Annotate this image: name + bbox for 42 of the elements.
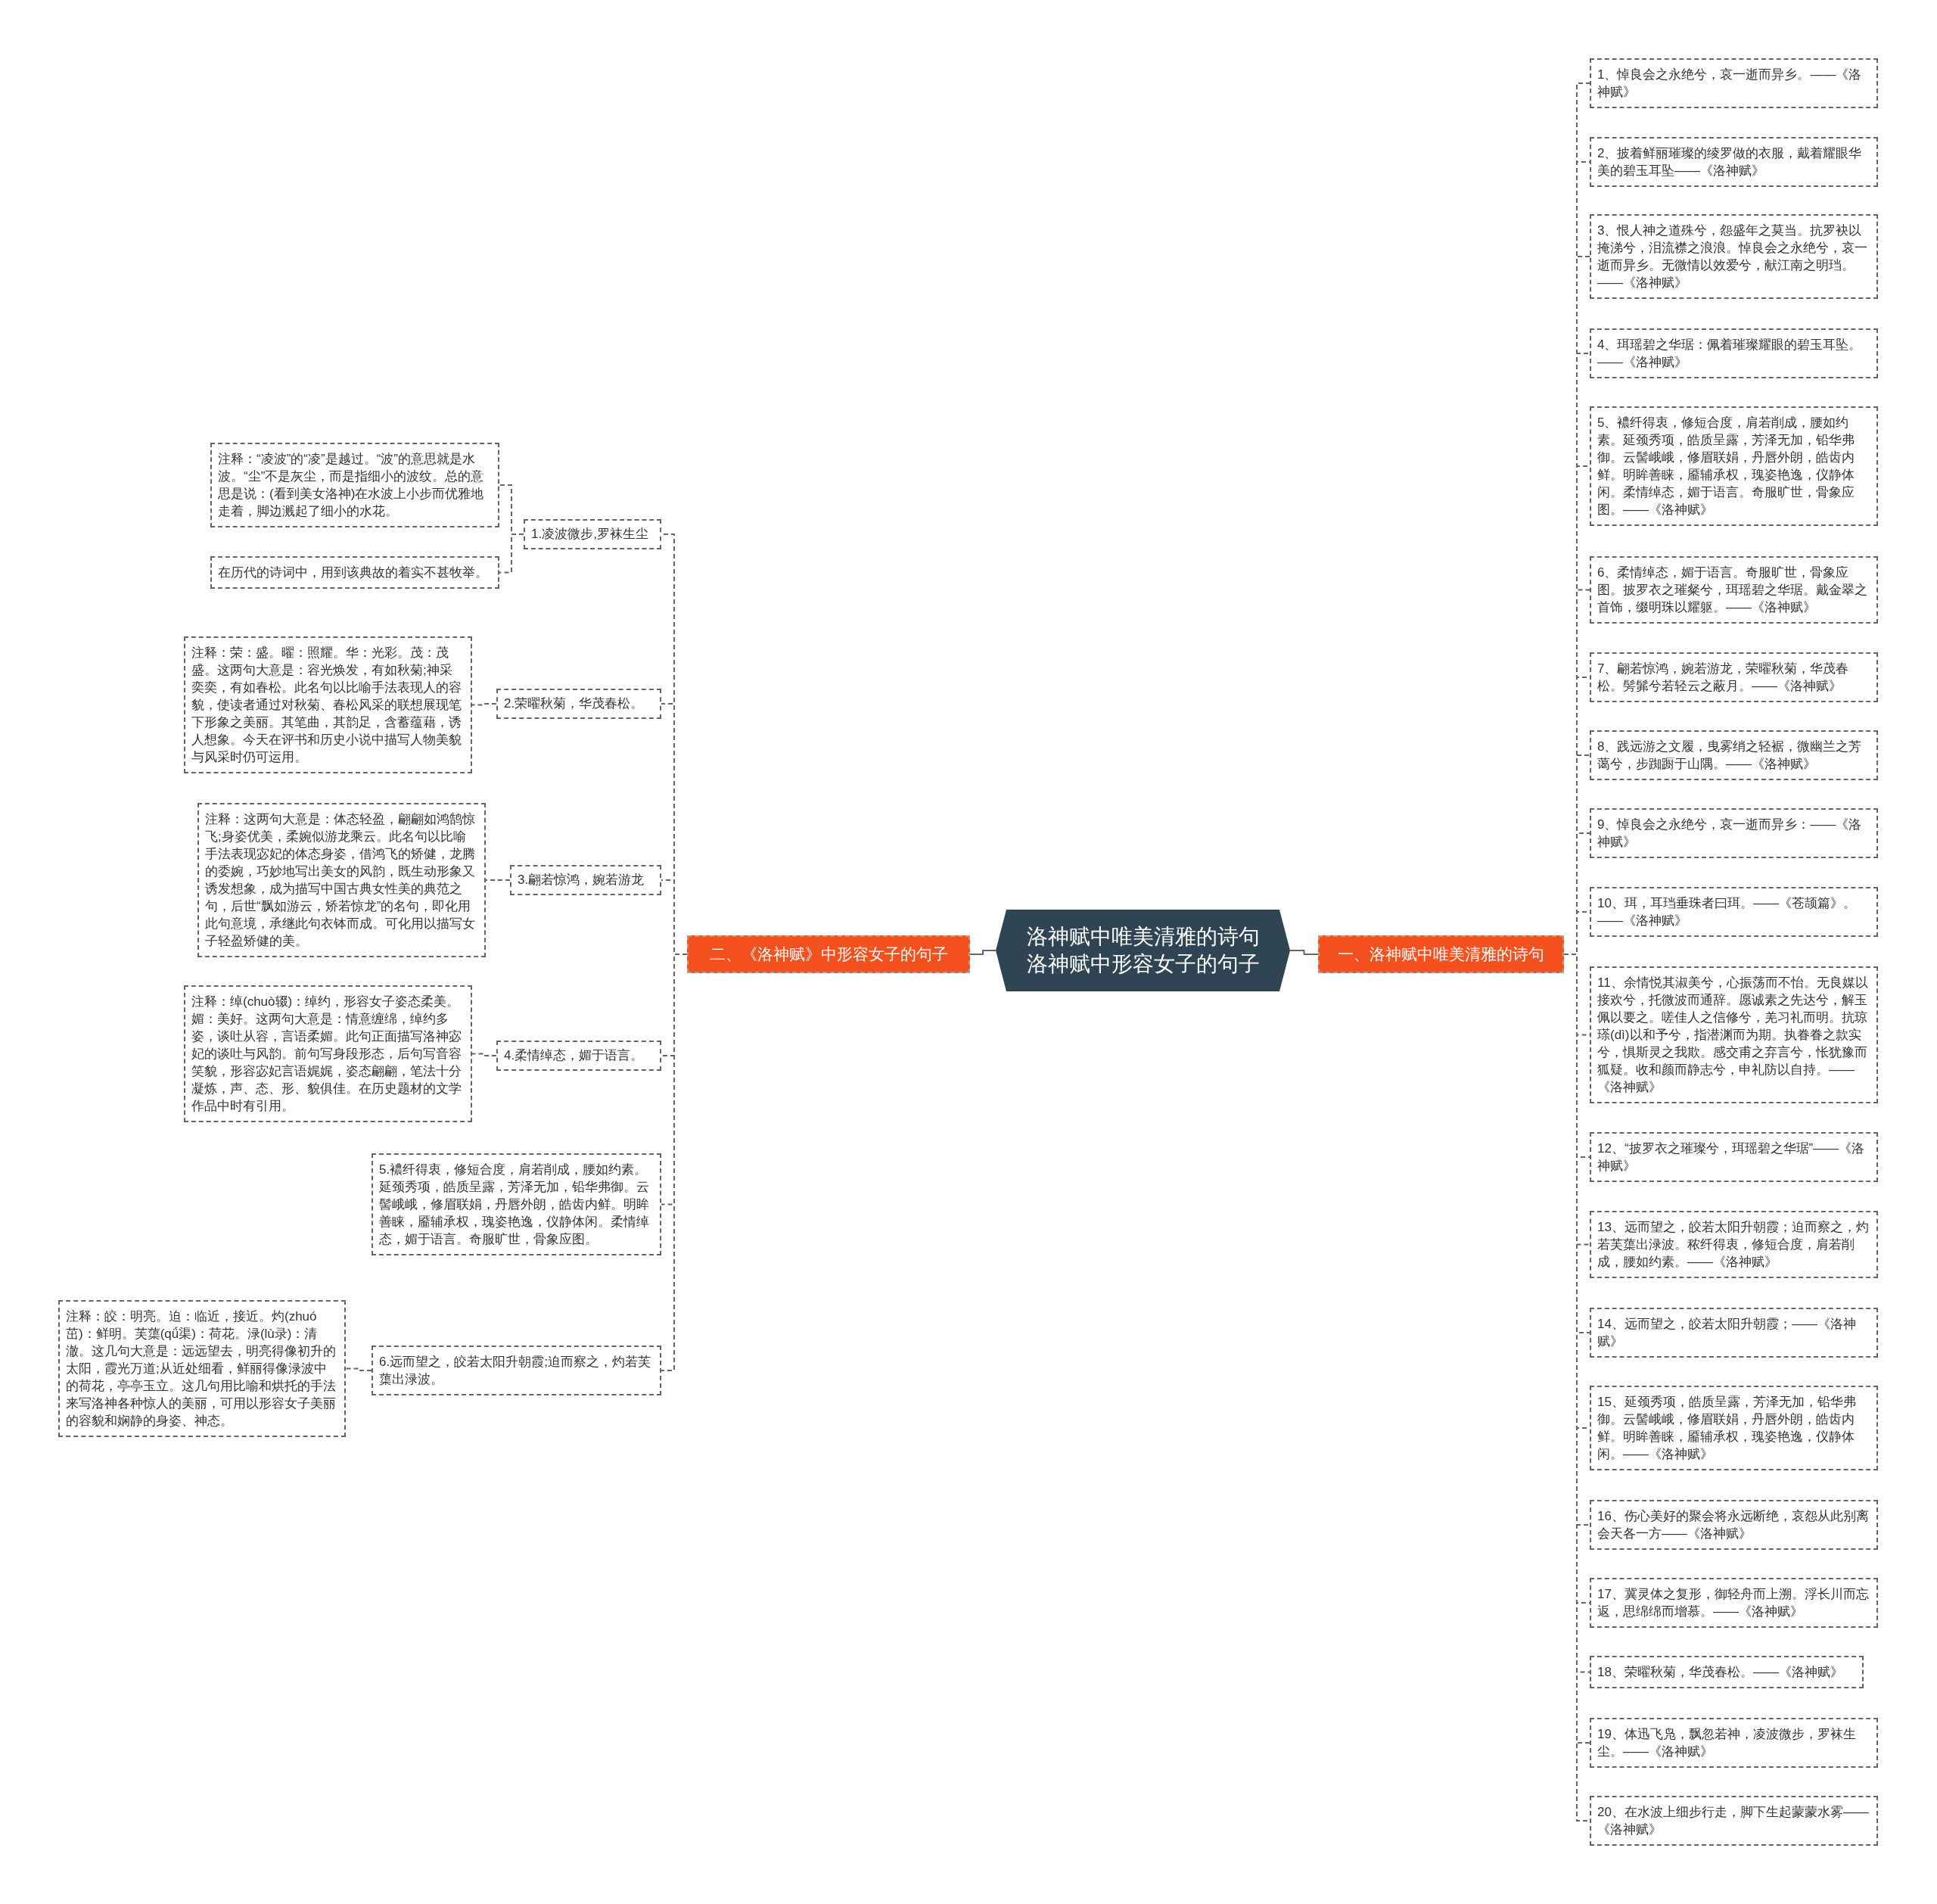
note-box: 注释：这两句大意是：体态轻盈，翩翩如鸿鹄惊飞;身姿优美，柔婉似游龙乘云。此名句以比喻手法表现宓妃的体态身姿，借鸿飞的矫健，龙腾的委婉，巧妙地写出美女的风韵，既生动形象又诱发想象，成为描写中国古典女性美的典范之句，后世“飘如游云，矫若惊龙”的名句，即化用此句意境，承继此句衣钵而成。可化用以描写女子轻盈矫健的美。 xyxy=(197,803,486,957)
note-box: 在历代的诗词中，用到该典故的着实不甚牧举。 xyxy=(210,556,499,589)
note-box: 注释：“凌波”的“凌”是越过。“波”的意思就是水波。“尘”不是灰尘，而是指细小的波纹。总的意思是说：(看到美女洛神)在水波上小步而优雅地走着，脚边溅起了细小的水花。 xyxy=(210,443,499,527)
note-box: 12、“披罗衣之璀璨兮，珥瑶碧之华琚”——《洛神赋》 xyxy=(1590,1132,1878,1182)
branch-topic: 二、《洛神赋》中形容女子的句子 xyxy=(687,935,970,973)
note-box: 11、余情悦其淑美兮，心振荡而不怡。无良媒以接欢兮，托微波而通辞。愿诚素之先达兮，解玉佩以要之。嗟佳人之信修兮，羌习礼而明。抗琼瑹(dì)以和予兮，指潜渊而为期。执眷眷之款实兮，惧斯灵之我欺。感交甫之弃言兮，怅犹豫而狐疑。收和颜而静志兮，申礼防以自持。——《洛神赋》 xyxy=(1590,966,1878,1103)
note-box: 2、披着鲜丽璀璨的绫罗做的衣服，戴着耀眼华美的碧玉耳坠——《洛神赋》 xyxy=(1590,137,1878,187)
note-box: 注释：荣：盛。曜：照耀。华：光彩。茂：茂盛。这两句大意是：容光焕发，有如秋菊;神采奕奕，有如春松。此名句以比喻手法表现人的容貌，使读者通过对秋菊、春松风采的联想展现笔下形象之美丽。其笔曲，其韵足，含蓄蕴藉，诱人想象。今天在评书和历史小说中描写人物美貌与风采时仍可运用。 xyxy=(184,636,472,773)
subtopic-box: 4.柔情绰态，媚于语言。 xyxy=(496,1041,661,1071)
note-box: 4、珥瑶碧之华琚：佩着璀璨耀眼的碧玉耳坠。——《洛神赋》 xyxy=(1590,328,1878,378)
note-box: 7、翩若惊鸿，婉若游龙，荣曜秋菊，华茂春松。髣髴兮若轻云之蔽月。——《洛神赋》 xyxy=(1590,652,1878,702)
subtopic-box: 3.翩若惊鸿，婉若游龙 xyxy=(510,865,661,895)
note-box: 5.襛纤得衷，修短合度，肩若削成，腰如约素。延颈秀项，皓质呈露，芳泽无加，铅华弗御。云髻峨峨，修眉联娟，丹唇外朗，皓齿内鲜。明眸善睐，靥辅承权，瑰姿艳逸，仪静体闲。柔情绰态，媚于语言。奇服旷世，骨象应图。 xyxy=(372,1153,661,1255)
note-box: 13、远而望之，皎若太阳升朝霞；迫而察之，灼若芙蕖出渌波。秾纤得衷，修短合度，肩若削成，腰如约素。——《洛神赋》 xyxy=(1590,1211,1878,1278)
note-box: 20、在水波上细步行走，脚下生起蒙蒙水雾——《洛神赋》 xyxy=(1590,1796,1878,1846)
note-box: 5、襛纤得衷，修短合度，肩若削成，腰如约素。延颈秀项，皓质呈露，芳泽无加，铅华弗御。云髻峨峨，修眉联娟，丹唇外朗，皓齿内鲜。明眸善睐，靥辅承权，瑰姿艳逸，仪静体闲。柔情绰态，媚于语言。奇服旷世，骨象应图。——《洛神赋》 xyxy=(1590,406,1878,526)
note-box: 16、伤心美好的聚会将永远断绝，哀怨从此别离会天各一方——《洛神赋》 xyxy=(1590,1500,1878,1550)
central-topic: 洛神赋中唯美清雅的诗句洛神赋中形容女子的句子 xyxy=(996,910,1290,991)
note-box: 17、冀灵体之复形，御轻舟而上溯。浮长川而忘返，思绵绵而增慕。——《洛神赋》 xyxy=(1590,1578,1878,1628)
subtopic-box: 1.凌波微步,罗袜生尘 xyxy=(524,519,661,549)
note-box: 注释：皎：明亮。迫：临近，接近。灼(zhuó茁)：鲜明。芙蕖(qǘ渠)：荷花。渌(lù录)：清澈。这几句大意是：远远望去，明亮得像初升的太阳，霞光万道;从近处细看，鲜丽得像渌波中的荷花，亭亭玉立。这几句用比喻和烘托的手法来写洛神各种惊人的美丽，可用以形容女子美丽的容貌和娴静的身姿、神态。 xyxy=(58,1300,346,1437)
note-box: 15、延颈秀项，皓质呈露，芳泽无加，铅华弗御。云髻峨峨，修眉联娟，丹唇外朗，皓齿内鲜。明眸善睐，靥辅承权，瑰姿艳逸，仪静体闲。——《洛神赋》 xyxy=(1590,1386,1878,1470)
connector-line xyxy=(499,534,524,574)
note-box: 注释：绰(chuò辍)：绰约，形容女子姿态柔美。媚：美好。这两句大意是：情意缠绵，绰约多姿，谈吐从容，言语柔媚。此句正面描写洛神宓妃的谈吐与风韵。前句写身段形态，后句写音容笑貌，形容宓妃言语娓娓，姿态翩翩，笔法十分凝炼，声、态、形、貌俱佳。在历史题材的文学作品中时有引用。 xyxy=(184,985,472,1122)
note-box: 1、悼良会之永绝兮，哀一逝而异乡。——《洛神赋》 xyxy=(1590,58,1878,108)
note-box: 14、远而望之，皎若太阳升朝霞；——《洛神赋》 xyxy=(1590,1308,1878,1358)
connector-line xyxy=(345,1367,372,1371)
note-box: 6.远而望之，皎若太阳升朝霞;迫而察之，灼若芙蕖出渌波。 xyxy=(372,1346,661,1395)
note-box: 8、践远游之文履，曳雾绡之轻裾，微幽兰之芳蔼兮，步踟蹰于山隅。——《洛神赋》 xyxy=(1590,730,1878,780)
note-box: 19、体迅飞凫，飘忽若神，凌波微步，罗袜生尘。——《洛神赋》 xyxy=(1590,1718,1878,1768)
branch-topic: 一、洛神赋中唯美清雅的诗句 xyxy=(1318,935,1564,973)
connector-line xyxy=(471,1053,497,1056)
note-box: 18、荣曜秋菊，华茂春松。——《洛神赋》 xyxy=(1590,1656,1864,1688)
connector-line xyxy=(485,879,511,881)
note-box: 9、悼良会之永绝兮，哀一逝而异乡：——《洛神赋》 xyxy=(1590,808,1878,858)
connector-line xyxy=(969,950,996,955)
note-box: 3、恨人神之道殊兮，怨盛年之莫当。抗罗袂以掩涕兮，泪流襟之浪浪。悼良会之永绝兮，哀一逝而异乡。无微情以效爱兮，献江南之明珰。——《洛神赋》 xyxy=(1590,214,1878,299)
connector-line xyxy=(1289,950,1319,955)
connector-line xyxy=(471,703,497,706)
note-box: 10、珥，耳珰垂珠者曰珥。——《苍颉篇》。——《洛神赋》 xyxy=(1590,887,1878,937)
note-box: 6、柔情绰态，媚于语言。奇服旷世，骨象应图。披罗衣之璀粲兮，珥瑶碧之华琚。戴金翠之首饰，缀明珠以耀躯。——《洛神赋》 xyxy=(1590,556,1878,624)
subtopic-box: 2.荣曜秋菊，华茂春松。 xyxy=(496,689,661,719)
